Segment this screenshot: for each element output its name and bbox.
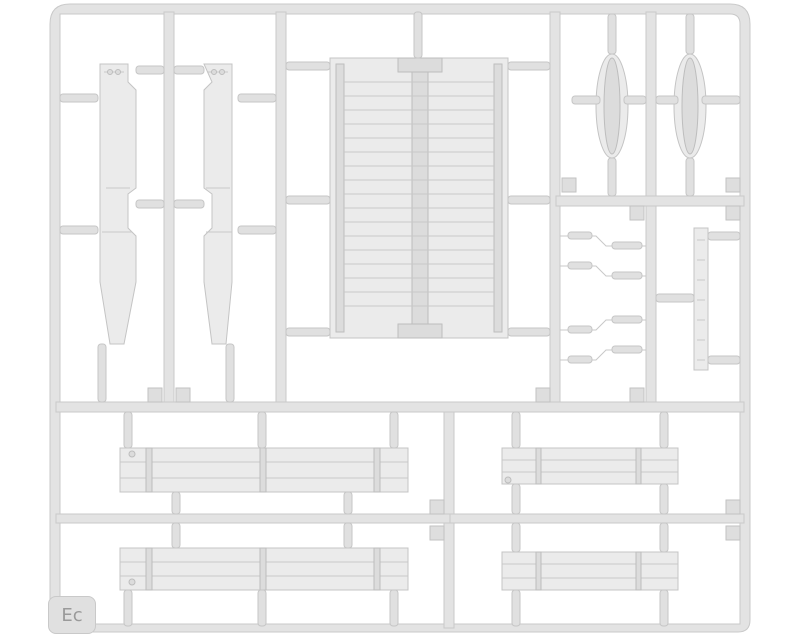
internal-runners	[55, 11, 745, 629]
wheel-left	[571, 13, 647, 197]
beam-gates	[59, 65, 277, 403]
board-lower-left-bottom	[119, 522, 409, 627]
board-lower-right-top	[501, 411, 679, 515]
part-number-tabs	[147, 177, 741, 541]
wheel-right	[655, 13, 741, 197]
small-brackets	[560, 231, 646, 364]
board-lower-left-top	[119, 411, 409, 515]
chassis-beam-left	[99, 63, 137, 345]
chassis-beam-right	[203, 63, 233, 345]
side-strip	[655, 227, 741, 371]
outer-frame-runner	[49, 3, 751, 633]
sprue-identifier-tab: Ec	[48, 596, 96, 634]
sprue-identifier-label: Ec	[61, 604, 83, 626]
board-lower-right-bottom	[501, 522, 679, 627]
floor-panel	[329, 57, 509, 339]
floor-panel-gates	[285, 11, 551, 337]
